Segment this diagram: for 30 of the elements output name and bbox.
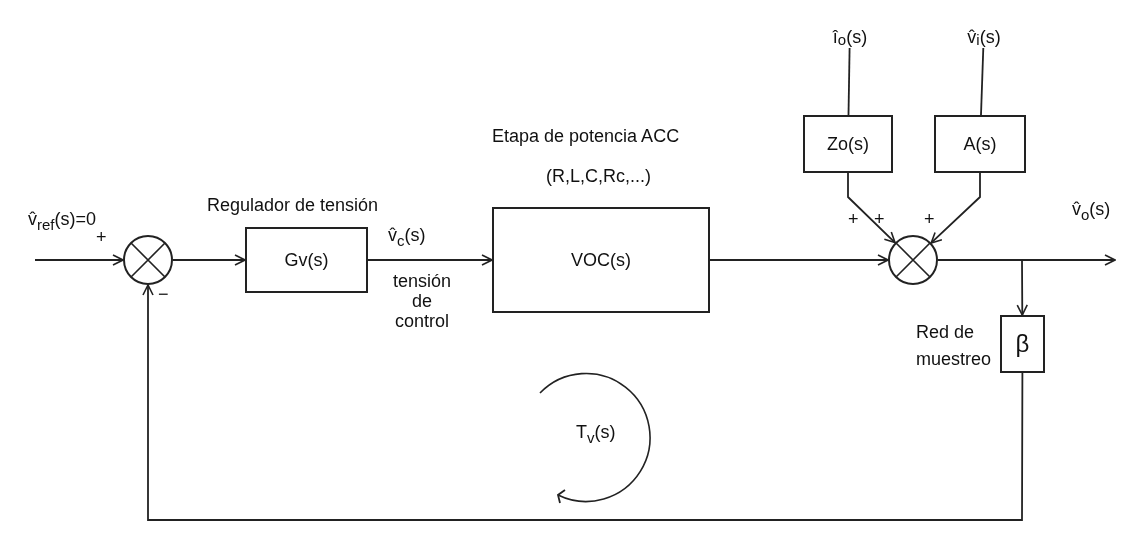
transfer-function-block (934, 115, 1026, 173)
sign-label: + (924, 210, 935, 230)
signal-arrow (172, 254, 246, 266)
block-heading: (R,L,C,Rc,...) (546, 167, 651, 187)
sign-label: − (158, 285, 169, 305)
block-label: β (1015, 330, 1030, 358)
signal-arrow (930, 172, 981, 244)
signal-note: tensión de control (391, 272, 452, 332)
sign-label: + (874, 210, 885, 230)
block-label: Gv(s) (284, 249, 329, 271)
block-heading: Etapa de potencia ACC (492, 127, 680, 147)
block-label: A(s) (963, 133, 997, 155)
signal-arrow (847, 172, 896, 244)
signal-arrow (367, 254, 493, 266)
signal-arrow (709, 254, 889, 266)
signal-arrow (142, 284, 1024, 521)
signal-arrow (937, 259, 1029, 316)
summing-junction (888, 235, 938, 285)
block-label: VOC(s) (571, 249, 631, 271)
sign-label: + (96, 228, 107, 248)
block-label: Zo(s) (827, 133, 869, 155)
transfer-function-block (803, 115, 893, 173)
signal-label: î$_{o}$(s) (826, 6, 874, 48)
loop-gain-label: T$_{v}$(s) (576, 423, 616, 447)
sign-label: + (848, 210, 859, 230)
signal-label: v̂$_{i}$(s) (960, 6, 1008, 48)
block-heading: Red de muestreo (916, 321, 993, 371)
block-heading: Regulador de tensión (207, 196, 379, 216)
signal-arrow (34, 254, 124, 266)
summing-junction (123, 235, 173, 285)
